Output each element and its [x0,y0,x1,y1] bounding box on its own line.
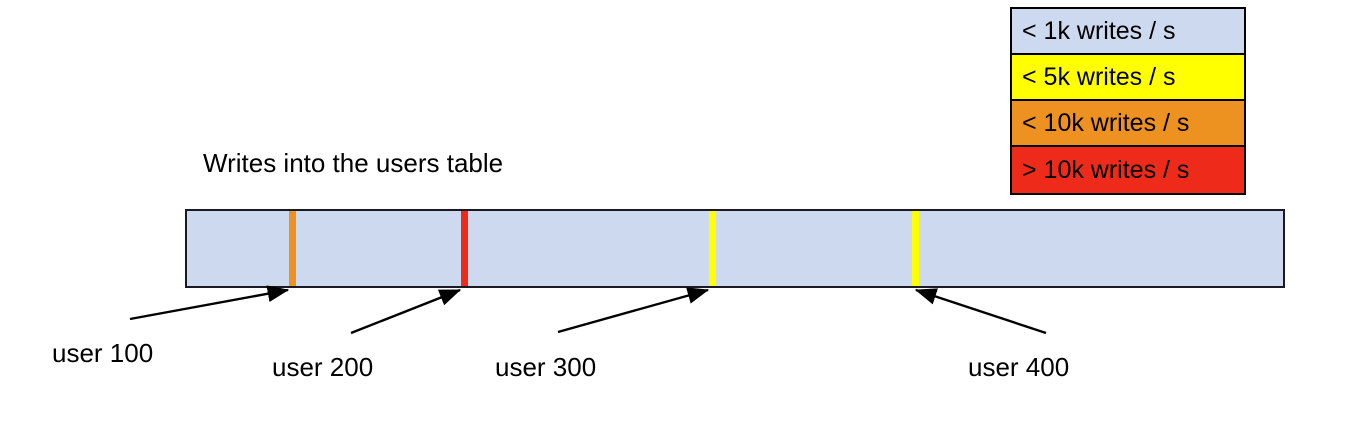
arrow-user-200 [350,288,462,335]
legend-label-0: < 1k writes / s [1022,16,1176,45]
legend-label-1: < 5k writes / s [1022,62,1176,91]
callout-label-user-400: user 400 [968,352,1070,382]
legend-row-3: > 10k writes / s [1012,147,1244,193]
legend-label-3: > 10k writes / s [1022,155,1190,184]
bar-stripe-user-300 [708,211,716,286]
legend: < 1k writes / s < 5k writes / s < 10k wr… [1010,7,1246,195]
callout-label-user-100: user 100 [52,338,154,368]
bar-stripe-user-400 [911,211,919,286]
chart-title: Writes into the users table [203,148,504,178]
arrow-user-300 [557,287,710,334]
callout-label-user-300: user 300 [495,352,597,382]
callout-label-user-200: user 200 [272,352,374,382]
legend-row-0: < 1k writes / s [1012,9,1244,55]
bar-stripe-user-200 [460,211,468,286]
users-table-bar [185,209,1285,288]
bar-stripe-user-100 [288,211,296,286]
legend-row-1: < 5k writes / s [1012,55,1244,101]
legend-row-2: < 10k writes / s [1012,101,1244,147]
arrow-user-400 [914,288,1047,335]
arrow-user-100 [129,285,290,321]
legend-label-2: < 10k writes / s [1022,108,1190,137]
